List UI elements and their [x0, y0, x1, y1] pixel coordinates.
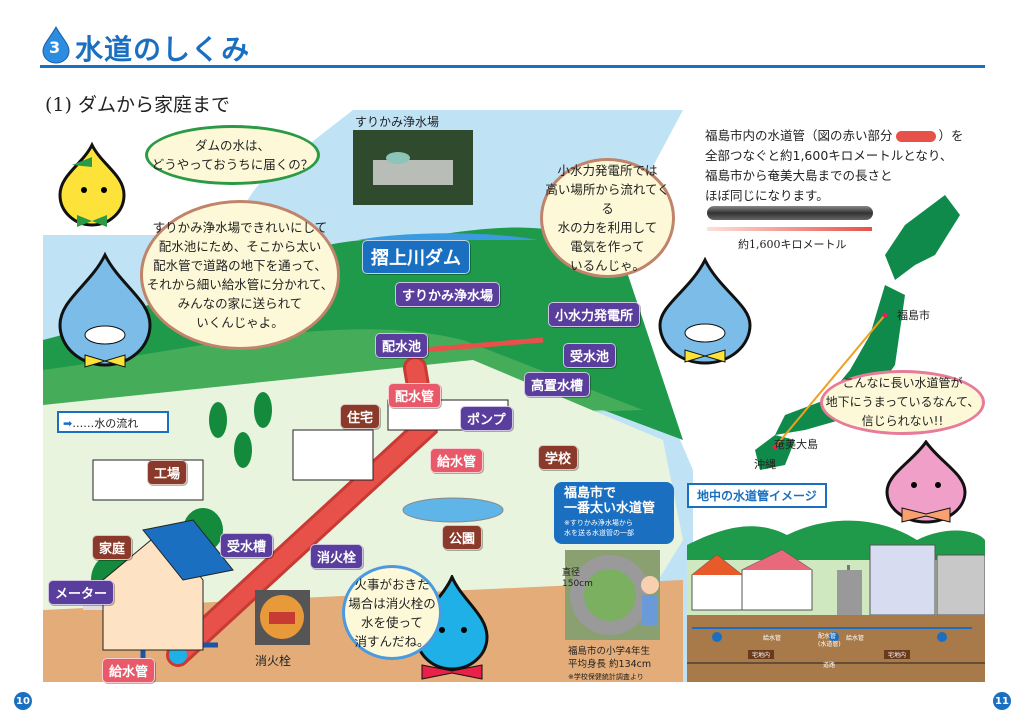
label-factory: 工場	[147, 460, 188, 485]
label-distribution-pond: 配水池	[375, 333, 429, 358]
diameter-label: 直径 150cm	[562, 568, 593, 589]
pipe-illustration	[707, 206, 873, 220]
power-bubble: 小水力発電所では 高い場所から流れてくる 水の力を利用して 電気を作って いるん…	[540, 158, 675, 278]
underground-lot-left: 宅地内	[748, 650, 775, 659]
underground-illustration	[687, 520, 985, 682]
section-number: 3	[49, 38, 61, 57]
purification-plant-photo	[353, 130, 473, 205]
thick-pipe-photo	[565, 550, 660, 640]
label-distribution-pipe: 配水管	[388, 383, 442, 408]
japan-map	[755, 195, 960, 470]
page-number-left: 10	[14, 692, 32, 710]
professor-drop-character-2	[658, 256, 752, 365]
pipe-length-label: 約1,600キロメートル	[738, 238, 847, 251]
label-hydrant: 消火栓	[310, 544, 364, 569]
label-receiving-tank: 受水槽	[220, 533, 274, 558]
underground-title: 地中の水道管イメージ	[687, 483, 827, 508]
section-subtitle: (1) ダムから家庭まで	[45, 94, 230, 116]
label-elevated-tank: 高置水槽	[524, 372, 591, 397]
label-housing: 住宅	[340, 404, 381, 429]
intro-text-2: 全部つなぐと約1,600キロメートルとなり、 福島市から奄美大島までの長さと ほ…	[705, 148, 953, 203]
pink-bubble: こんなに長い水道管が 地下にうまっているなんて、 信じられない!!	[820, 370, 985, 435]
explain-bubble: すりかみ浄水場できれいにして 配水池にため、そこから太い 配水管で道路の地下を通…	[140, 200, 340, 350]
label-power: 小水力発電所	[548, 302, 641, 327]
source-note: ※学校保健統計調査より	[568, 673, 644, 681]
label-meter: メーター	[48, 580, 115, 605]
label-pump: ポンプ	[460, 406, 513, 431]
page-title: 水道のしくみ	[75, 33, 251, 66]
intro-line-1b: ）を	[938, 128, 964, 143]
label-plant: すりかみ浄水場	[395, 282, 501, 307]
yellow-drop-character	[58, 141, 126, 227]
label-home: 家庭	[92, 535, 133, 560]
label-school: 学校	[538, 445, 579, 470]
map-label-okinawa: 沖縄	[754, 458, 776, 471]
professor-drop-character	[58, 251, 152, 368]
label-dam: 摺上川ダム	[362, 240, 470, 274]
intro-line-1: 福島市内の水道管（図の赤い部分	[705, 128, 893, 143]
label-receiving-pond: 受水池	[563, 343, 617, 368]
map-label-fukushima: 福島市	[897, 309, 930, 322]
manhole-caption: 消火栓	[255, 654, 292, 668]
flow-legend: ➡……水の流れ	[57, 411, 169, 433]
question-bubble: ダムの水は、 どうやっておうちに届くの？	[145, 125, 320, 185]
intro-text-1: 福島市内の水道管（図の赤い部分 ）を	[705, 126, 964, 146]
arrow-icon: ➡	[63, 417, 73, 430]
student-height: 福島市の小学4年生 平均身長 約134cm	[568, 646, 652, 670]
underground-lot-right: 宅地内	[884, 650, 911, 659]
label-service-pipe-low: 給水管	[102, 658, 156, 683]
underground-main-pipe: 配水管 (水道管)	[818, 633, 841, 648]
thick-pipe-box: 福島市で 一番太い水道管 ※すりかみ浄水場から 水を送る水道管の一部	[554, 482, 674, 544]
title-rule	[40, 65, 985, 68]
label-park: 公園	[442, 525, 483, 550]
legend-label: ……水の流れ	[72, 417, 139, 430]
pink-drop-character	[885, 440, 967, 524]
thick-pipe-title: 福島市で 一番太い水道管	[564, 486, 656, 516]
underground-service-pipe-left: 給水管	[763, 635, 782, 642]
page-number-right: 11	[993, 692, 1011, 710]
fire-bubble: 火事がおきた 場合は消火栓の 水を使って 消すんだね。	[342, 565, 442, 660]
length-arrow	[707, 227, 872, 231]
water-drop-icon	[42, 26, 70, 64]
map-label-amami: 奄美大島	[774, 438, 818, 451]
label-service-pipe-mid: 給水管	[430, 448, 484, 473]
underground-road: 道路	[823, 662, 836, 669]
thick-pipe-note: ※すりかみ浄水場から 水を送る水道管の一部	[564, 519, 634, 537]
manhole-photo	[255, 590, 310, 645]
photo-caption: すりかみ浄水場	[355, 115, 440, 129]
underground-service-pipe-right: 給水管	[846, 635, 865, 642]
red-pipe-icon	[895, 131, 936, 142]
